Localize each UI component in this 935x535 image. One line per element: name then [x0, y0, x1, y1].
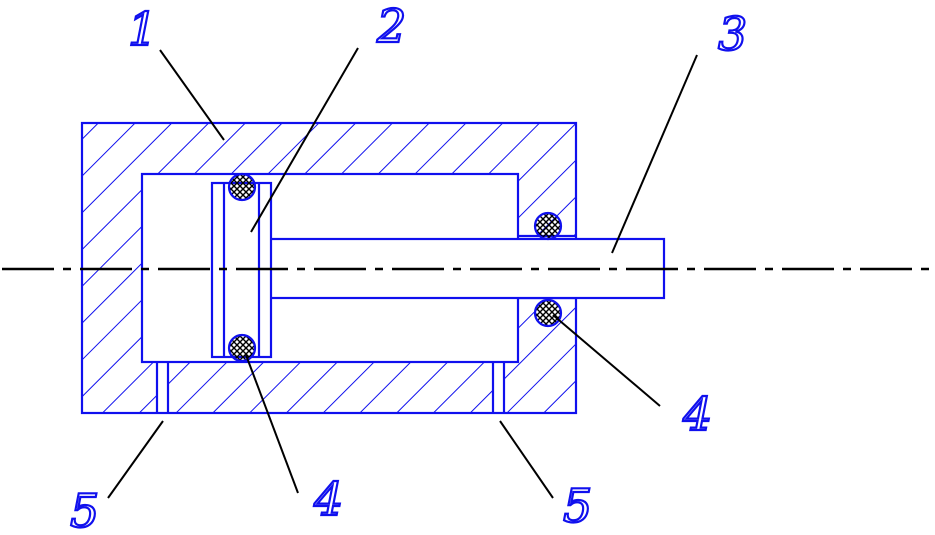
- seal-ring-piston-bottom: [227, 333, 257, 363]
- leader-2: [250, 47, 359, 233]
- seal-ring-piston-top: [227, 172, 257, 202]
- leader-3: [611, 54, 698, 254]
- callout-5-right: 5: [563, 479, 592, 533]
- callout-5-left: 5: [70, 484, 99, 535]
- callout-3: 3: [718, 7, 747, 61]
- callout-4-right: 4: [682, 387, 712, 441]
- leader-4-bottom: [245, 354, 299, 494]
- seal-ring-rod-bottom: [533, 298, 563, 328]
- callout-1: 1: [128, 2, 157, 56]
- callout-4-bottom: 4: [313, 472, 343, 526]
- seal-ring-rod-top: [533, 211, 563, 241]
- leader-1: [159, 49, 225, 141]
- leader-4-right: [552, 314, 661, 407]
- leader-5-right: [499, 420, 554, 499]
- cylinder-body-section: [82, 123, 576, 413]
- leader-5-left: [107, 420, 164, 499]
- callout-2: 2: [376, 0, 406, 53]
